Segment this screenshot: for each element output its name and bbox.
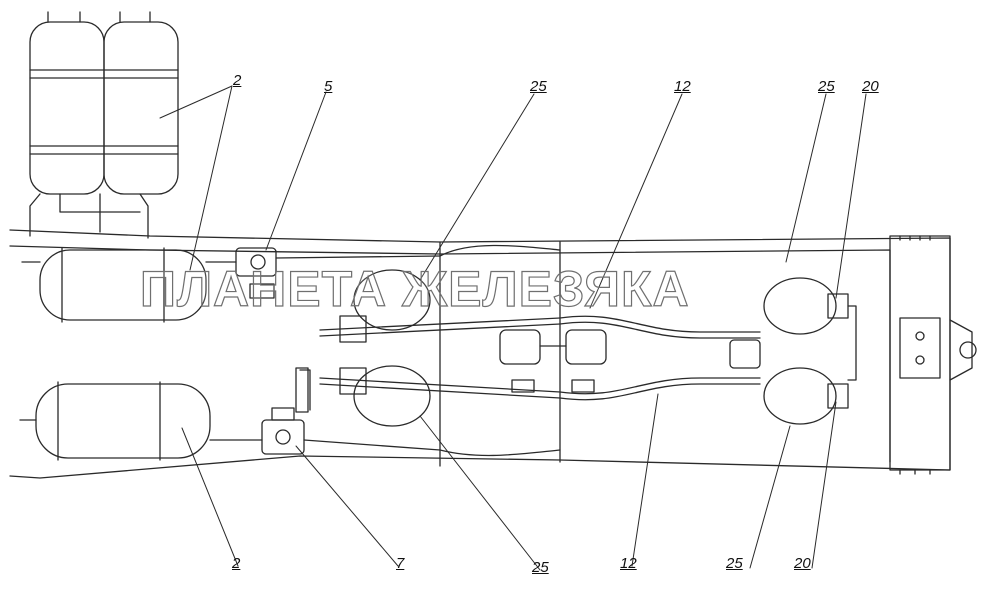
callout-5: 5 [324, 78, 333, 95]
receiver-tank-upper [21, 247, 207, 323]
chassis-frame [9, 229, 977, 479]
callout-25-bottom-right: 25 [726, 555, 743, 572]
pipes-rear [439, 244, 761, 457]
brake-chamber-front-upper [319, 269, 561, 343]
callout-12-top: 12 [674, 78, 691, 95]
brake-chamber-rear-lower [763, 367, 849, 425]
callout-20-bottom: 20 [794, 555, 811, 572]
watermark-text: ПЛАНЕТА ЖЕЛЕЗЯКА [139, 261, 690, 317]
receiver-tank-lower [19, 381, 211, 461]
callout-25-top-right: 25 [818, 78, 835, 95]
callout-25-top-left: 25 [530, 78, 547, 95]
callout-2-top: 2 [233, 72, 242, 89]
callout-2-bottom: 2 [232, 555, 241, 572]
valve-7 [209, 367, 441, 455]
brake-chamber-front-lower [319, 365, 561, 427]
callout-7: 7 [396, 555, 405, 572]
upright-air-tanks [29, 11, 179, 239]
brake-chamber-rear-upper [763, 277, 857, 381]
centre-modulators [499, 329, 607, 393]
valve-5 [205, 247, 441, 299]
callout-20-top: 20 [862, 78, 879, 95]
callout-25-bottom-left: 25 [532, 559, 549, 576]
leader-lines [159, 85, 867, 571]
callout-12-bottom: 12 [620, 555, 637, 572]
